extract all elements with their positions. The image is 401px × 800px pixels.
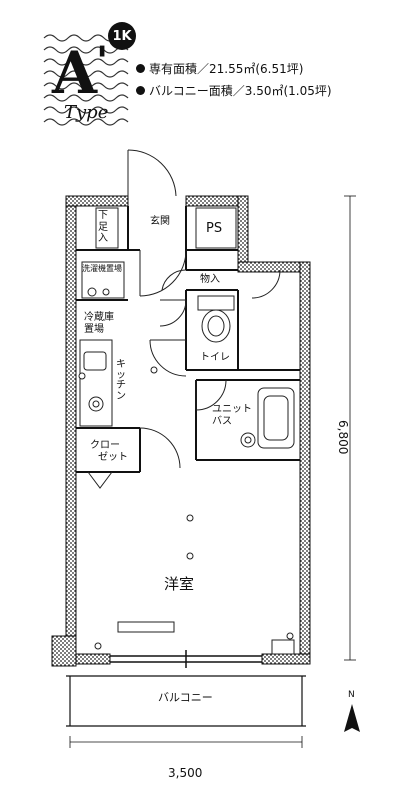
width-dimension: 3,500 — [168, 766, 203, 780]
spec-balcony-area: バルコニー面積／3.50㎡(1.05坪) — [136, 82, 332, 99]
layout-badge: 1K — [108, 22, 136, 50]
doors — [87, 149, 281, 489]
desk — [117, 621, 175, 633]
spec-floor-area-text: 専有面積／21.55㎡(6.51坪) — [149, 62, 304, 76]
bullet-icon — [136, 86, 145, 95]
washer — [81, 261, 125, 299]
balcony-label: バルコニー — [158, 691, 213, 704]
north-wall-left — [65, 195, 129, 207]
balcony-outline — [66, 675, 306, 727]
shoe-box — [95, 207, 119, 249]
western-room-label: 洋室 — [164, 575, 195, 593]
toilet — [197, 295, 235, 343]
east-wall — [299, 261, 311, 663]
ps-box — [195, 207, 237, 249]
spec-floor-area: 専有面積／21.55㎡(6.51坪) — [136, 60, 303, 77]
fridge-label: 冷蔵庫置場 — [84, 312, 114, 335]
north-arrow-icon — [344, 704, 360, 732]
south-wall-right — [261, 653, 311, 665]
south-window — [110, 650, 262, 668]
dimension-lines — [69, 195, 356, 748]
unit-type-prime: ' — [96, 38, 109, 85]
type-badge-pattern — [43, 34, 129, 126]
unit-type-letter: A — [52, 39, 98, 107]
depth-dimension: 6,800 — [336, 420, 350, 455]
exterior-walls — [51, 195, 311, 667]
unit-bath-label: ユニットバス — [212, 404, 252, 427]
unit-bath — [240, 387, 295, 449]
south-wall-left — [75, 653, 111, 665]
ps-label: PS — [206, 221, 223, 236]
storage-label: 物入 — [200, 274, 220, 285]
compass-north-label: N — [348, 690, 355, 700]
outlet-icons — [78, 366, 294, 650]
west-wall — [65, 195, 77, 659]
kitchen-counter — [79, 339, 113, 427]
shoe-box-label: 下足入 — [98, 210, 108, 244]
toilet-label: トイレ — [200, 352, 230, 363]
entrance-label: 玄関 — [150, 216, 170, 227]
step-wall — [237, 261, 301, 273]
unit-type-word: Type — [64, 102, 109, 123]
washer-label: 洗濯機置場 — [82, 264, 122, 273]
spec-balcony-area-text: バルコニー面積／3.50㎡(1.05坪) — [149, 84, 332, 98]
ps-east-wall — [237, 195, 249, 267]
kitchen-label: キッチン — [116, 359, 126, 402]
closet-label: クローゼット — [90, 440, 128, 463]
aircon-unit — [271, 639, 295, 655]
interior-walls — [76, 206, 300, 473]
bullet-icon — [136, 64, 145, 73]
sw-column — [51, 635, 77, 667]
